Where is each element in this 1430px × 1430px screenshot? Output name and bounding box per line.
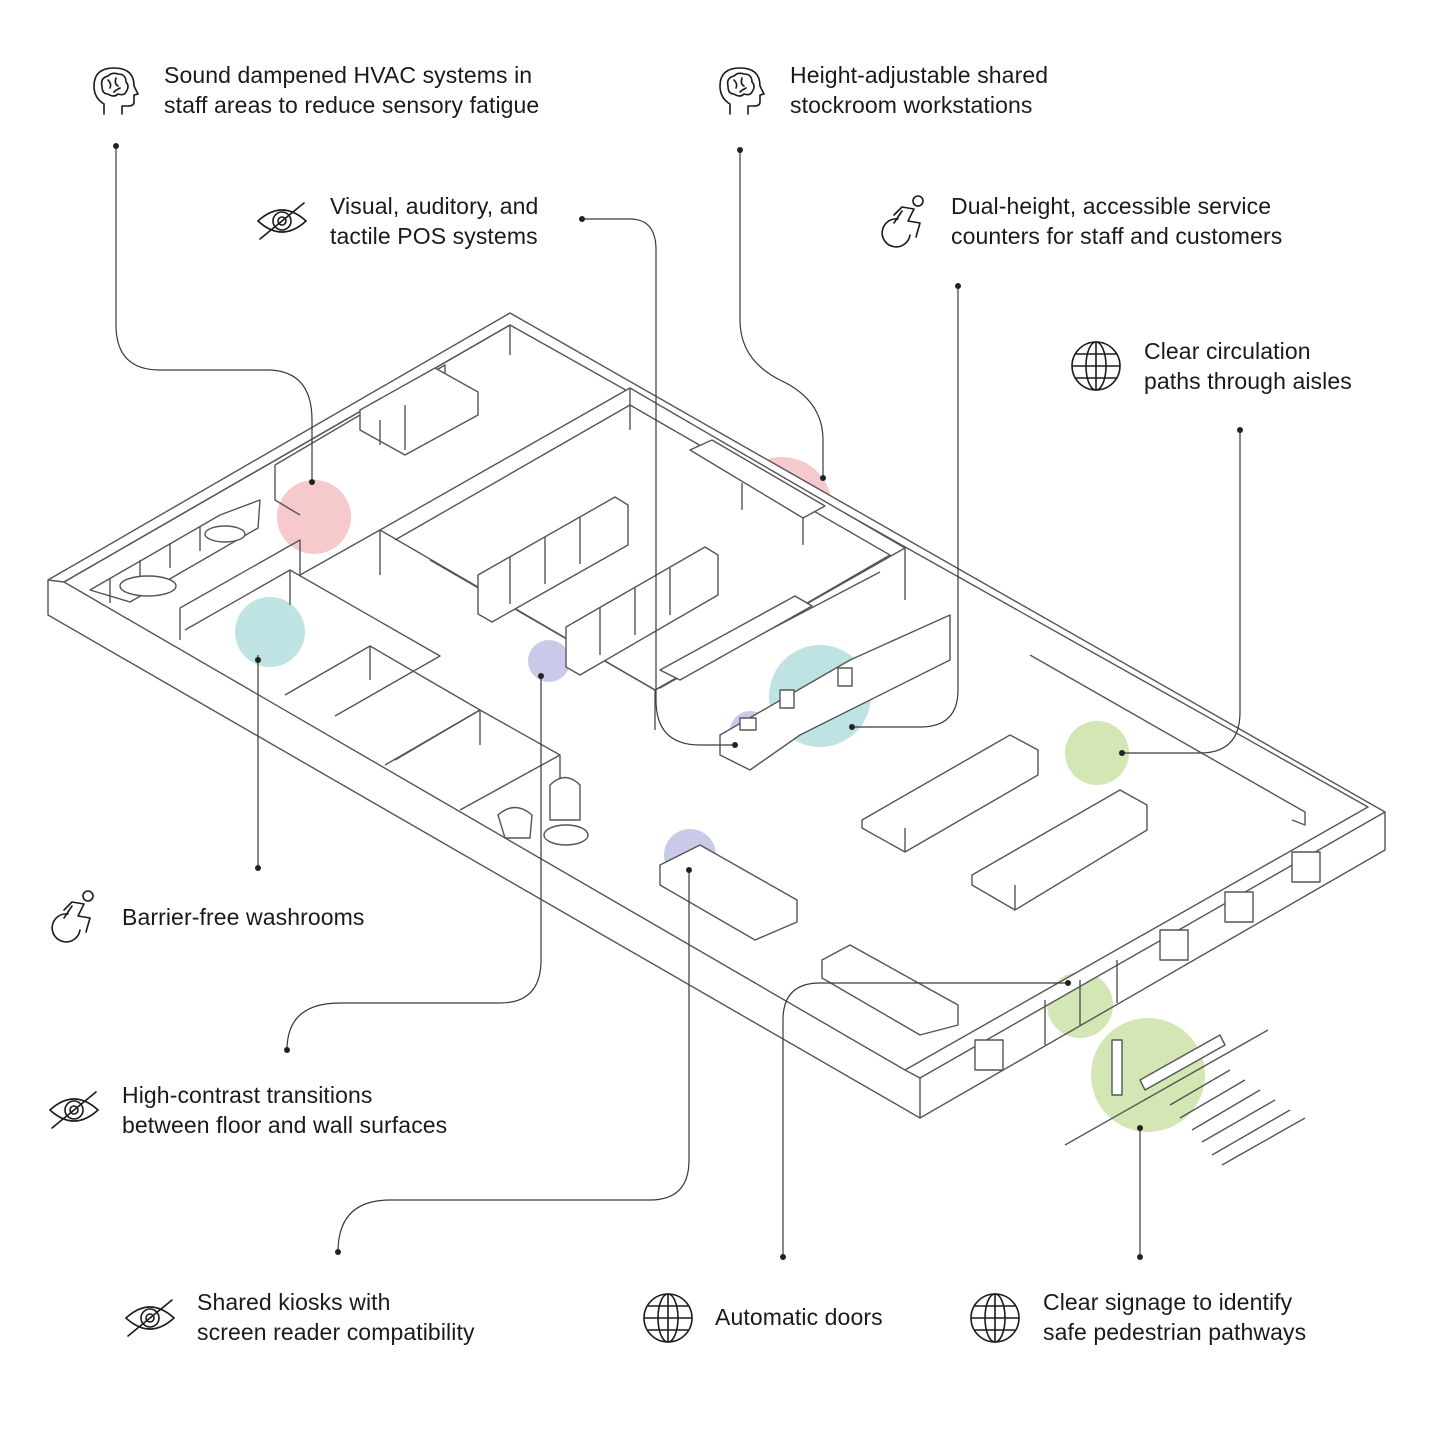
marker-circulation (1065, 721, 1129, 785)
marker-hvac (277, 480, 351, 554)
globe-icon (967, 1290, 1023, 1346)
outer-wall-top (47, 312, 1386, 1079)
crosswalk (1169, 1069, 1306, 1166)
marker-washroom (235, 597, 305, 667)
annotation-text: Clear circulation (1144, 338, 1311, 364)
annotation-text: Visual, auditory, and (330, 193, 539, 219)
globe-icon (1068, 338, 1124, 394)
annotation-text: High-contrast transitions (122, 1082, 373, 1108)
annotation-text: counters for staff and customers (951, 223, 1283, 249)
annotation-text: staff areas to reduce sensory fatigue (164, 92, 540, 118)
building (47, 312, 1386, 1166)
annotation-text: Shared kiosks with (197, 1289, 391, 1315)
service-counter (719, 614, 951, 771)
annotation-pos: Visual, auditory, and tactile POS system… (330, 191, 538, 251)
annotation-text: safe pedestrian pathways (1043, 1319, 1307, 1345)
annotation-stockroom: Height-adjustable shared stockroom works… (790, 60, 1048, 120)
annotation-text: stockroom workstations (790, 92, 1033, 118)
eye-slash-icon (122, 1290, 178, 1346)
annotation-text: screen reader compatibility (197, 1319, 475, 1345)
globe-icon (640, 1290, 696, 1346)
annotation-text: paths through aisles (1144, 368, 1352, 394)
annotation-circulation: Clear circulation paths through aisles (1144, 336, 1352, 396)
kiosk-table (659, 844, 798, 941)
brain-icon (714, 62, 770, 118)
annotation-doors: Automatic doors (715, 1302, 883, 1332)
annotation-text: Height-adjustable shared (790, 62, 1049, 88)
annotation-contrast: High-contrast transitions between floor … (122, 1080, 447, 1140)
annotation-hvac: Sound dampened HVAC systems in staff are… (164, 60, 539, 120)
eye-slash-icon (254, 193, 310, 249)
display-table-1 (861, 734, 1039, 853)
annotation-signage: Clear signage to identify safe pedestria… (1043, 1287, 1306, 1347)
annotation-washrooms: Barrier-free washrooms (122, 902, 365, 932)
annotation-text: Sound dampened HVAC systems in (164, 62, 533, 88)
annotation-text: Automatic doors (715, 1304, 883, 1330)
leader-lines (115, 146, 1241, 1257)
annotation-text: Barrier-free washrooms (122, 904, 365, 930)
annotation-kiosks: Shared kiosks with screen reader compati… (197, 1287, 475, 1347)
stockroom-shelves (477, 496, 813, 681)
annotation-text: Dual-height, accessible service (951, 193, 1272, 219)
brain-icon (88, 62, 144, 118)
annotation-text: Clear signage to identify (1043, 1289, 1293, 1315)
leader-dots (113, 143, 1243, 1260)
eye-slash-icon (46, 1082, 102, 1138)
annotation-text: between floor and wall surfaces (122, 1112, 448, 1138)
wheelchair-icon (876, 193, 932, 249)
display-table-3 (821, 944, 959, 1036)
display-table-2 (971, 789, 1148, 911)
annotation-counters: Dual-height, accessible service counters… (951, 191, 1282, 251)
marker-contrast (528, 640, 570, 682)
front-windows (974, 851, 1321, 1071)
wheelchair-icon (46, 888, 102, 944)
stockroom-walls (379, 387, 906, 691)
annotation-text: tactile POS systems (330, 223, 538, 249)
